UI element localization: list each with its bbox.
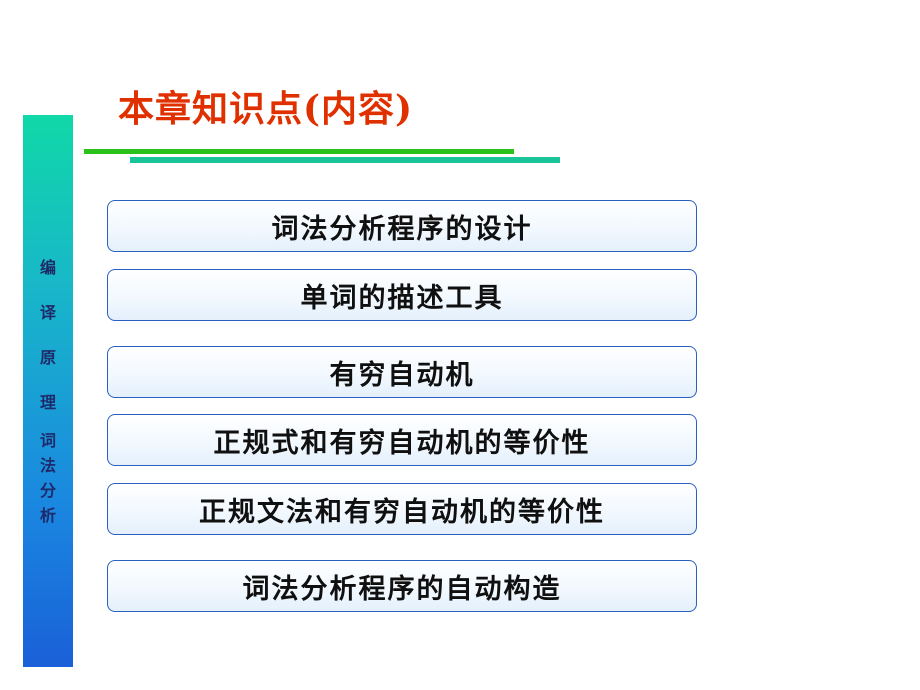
topic-item-finite-automata[interactable]: 有穷自动机 [107,346,697,398]
sidebar-char: 析 [39,506,56,525]
sidebar-band: 编 译 原 理 词 法 分 析 [23,115,73,667]
sidebar-char: 词 [39,431,56,450]
sidebar-char: 编 [39,258,56,277]
sidebar-char: 法 [39,456,56,475]
topic-item-label: 单词的描述工具 [300,282,504,314]
topic-item-label: 有穷自动机 [329,359,475,391]
topic-item-word-description-tools[interactable]: 单词的描述工具 [107,269,697,321]
topic-item-lexer-design[interactable]: 词法分析程序的设计 [107,200,697,252]
topic-item-label: 正规文法和有穷自动机的等价性 [199,496,605,528]
topic-item-label: 词法分析程序的自动构造 [242,573,562,605]
sidebar-char: 原 [39,348,56,367]
topic-item-lexer-auto-construction[interactable]: 词法分析程序的自动构造 [107,560,697,612]
topic-item-label: 正规式和有穷自动机的等价性 [213,427,591,459]
page-title: 本章知识点(内容) [118,88,414,130]
title-underline-secondary [130,157,560,163]
title-underline-primary [84,149,514,154]
topic-item-label: 词法分析程序的设计 [271,213,533,245]
topic-item-regular-grammar-fa-equivalence[interactable]: 正规文法和有穷自动机的等价性 [107,483,697,535]
sidebar-char: 理 [39,393,56,412]
sidebar-char: 分 [39,481,56,500]
topic-item-regex-fa-equivalence[interactable]: 正规式和有穷自动机的等价性 [107,414,697,466]
sidebar-char: 译 [39,303,56,322]
